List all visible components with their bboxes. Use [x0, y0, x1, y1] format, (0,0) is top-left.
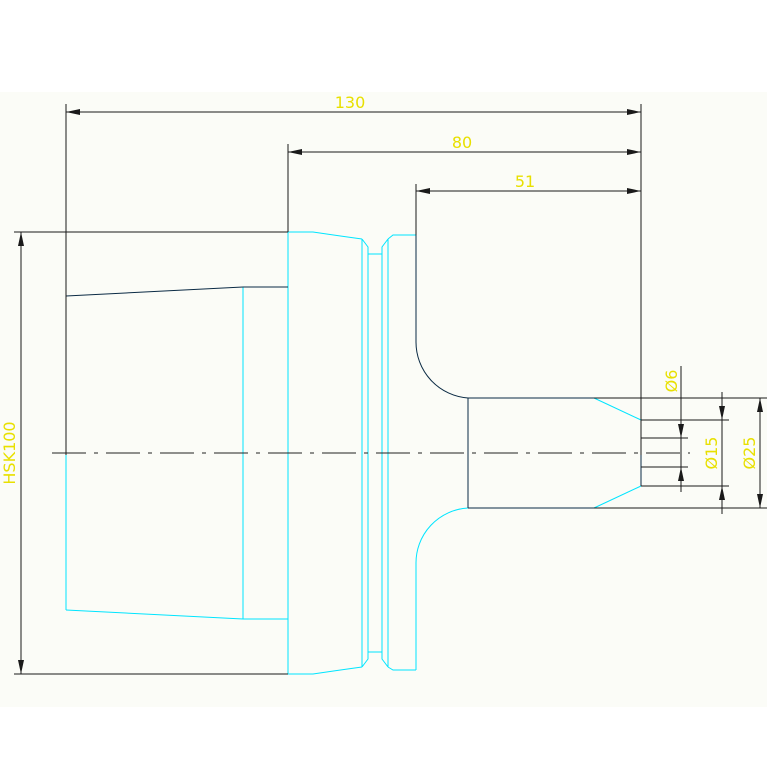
- collar-bottom: [387, 666, 416, 671]
- arrowhead-51-right: [627, 188, 641, 194]
- label-flange-to-tip: 80: [452, 133, 472, 152]
- arrowhead-d25-bottom: [757, 494, 763, 508]
- flange-top-taper: [288, 231, 363, 240]
- nose-taper-bottom: [593, 485, 642, 509]
- label-overall-length: 130: [335, 93, 366, 112]
- dimension-lines: [14, 104, 767, 675]
- shank-top-taper: [65, 286, 244, 297]
- groove-bottom: [361, 651, 389, 668]
- arrowhead-130-left: [66, 109, 80, 115]
- arrowhead-hsk-top: [18, 232, 24, 246]
- neck-lower-fillet: [415, 507, 469, 565]
- arrowhead-hsk-bottom: [18, 660, 24, 674]
- arrowhead-51-left: [416, 188, 430, 194]
- arrowhead-d6-bottom: [678, 467, 684, 481]
- label-bore-large: Ø25: [740, 437, 759, 470]
- nose-taper-top: [593, 397, 642, 421]
- arrowhead-80-right: [627, 149, 641, 155]
- flange-bottom-taper: [288, 666, 363, 675]
- label-bore-mid: Ø15: [702, 437, 721, 470]
- label-neck-to-tip: 51: [515, 172, 535, 191]
- arrowhead-d15-top: [719, 406, 725, 420]
- arrowheads: [18, 109, 763, 674]
- dimension-labels: 130 80 51 HSK100 Ø6 Ø15 Ø25: [0, 93, 759, 485]
- shank-bottom-taper: [65, 609, 244, 620]
- arrowhead-d15-bottom: [719, 486, 725, 500]
- label-shank: HSK100: [0, 421, 19, 484]
- collar-top: [387, 234, 416, 240]
- arrowhead-80-left: [288, 149, 302, 155]
- arrowhead-d25-top: [757, 398, 763, 412]
- arrowhead-130-right: [627, 109, 641, 115]
- drawing-sheet: [0, 92, 767, 707]
- label-bore-small: Ø6: [662, 370, 681, 393]
- arrowhead-d6-top: [678, 424, 684, 438]
- groove-top: [361, 238, 389, 255]
- neck-upper-fillet: [415, 341, 469, 399]
